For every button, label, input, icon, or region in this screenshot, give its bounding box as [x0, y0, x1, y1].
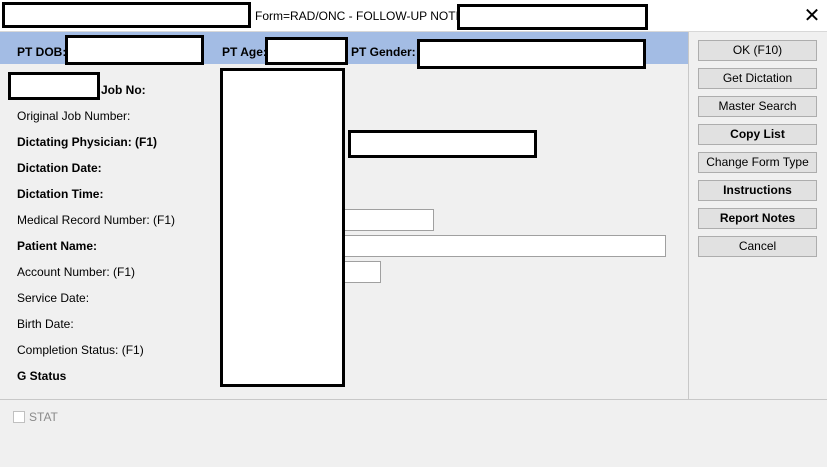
- patient-name-input[interactable]: [340, 235, 666, 257]
- master-search-button[interactable]: Master Search: [698, 96, 817, 117]
- vertical-divider: [688, 32, 689, 399]
- stat-checkbox[interactable]: [13, 411, 25, 423]
- window-title: Form=RAD/ONC - FOLLOW-UP NOTE: [255, 9, 464, 23]
- redacted-physician-name: [348, 130, 537, 158]
- patient-name-label: Patient Name:: [17, 239, 98, 253]
- redacted-title-prefix: [2, 2, 251, 28]
- redacted-field-values: [220, 68, 345, 387]
- cancel-button[interactable]: Cancel: [698, 236, 817, 257]
- redacted-dob-value: [65, 35, 204, 65]
- get-dictation-button[interactable]: Get Dictation: [698, 68, 817, 89]
- dictating-physician-label: Dictating Physician: (F1): [17, 135, 158, 149]
- redacted-job-prefix: [8, 72, 100, 100]
- close-icon[interactable]: ✕: [803, 3, 821, 27]
- account-number-input[interactable]: [340, 261, 381, 283]
- g-status-label: G Status: [17, 369, 67, 383]
- report-notes-button[interactable]: Report Notes: [698, 208, 817, 229]
- instructions-button[interactable]: Instructions: [698, 180, 817, 201]
- job-no-label: Job No:: [101, 83, 146, 97]
- stat-label: STAT: [29, 410, 58, 424]
- redacted-age-value: [265, 37, 348, 65]
- dictation-time-label: Dictation Time:: [17, 187, 104, 201]
- pt-age-label: PT Age:: [222, 45, 267, 59]
- account-number-label: Account Number: (F1): [17, 265, 136, 279]
- original-job-number-label: Original Job Number:: [17, 109, 131, 123]
- change-form-type-button[interactable]: Change Form Type: [698, 152, 817, 173]
- dictation-date-label: Dictation Date:: [17, 161, 102, 175]
- redacted-title-suffix: [457, 4, 648, 30]
- medical-record-number-input[interactable]: [340, 209, 434, 231]
- horizontal-divider: [0, 399, 827, 400]
- copy-list-button[interactable]: Copy List: [698, 124, 817, 145]
- birth-date-label: Birth Date:: [17, 317, 74, 331]
- ok-button[interactable]: OK (F10): [698, 40, 817, 61]
- redacted-gender-value: [417, 39, 646, 69]
- completion-status-label: Completion Status: (F1): [17, 343, 144, 357]
- pt-dob-label: PT DOB:: [17, 45, 67, 59]
- pt-gender-label: PT Gender:: [351, 45, 416, 59]
- service-date-label: Service Date:: [17, 291, 90, 305]
- medical-record-number-label: Medical Record Number: (F1): [17, 213, 176, 227]
